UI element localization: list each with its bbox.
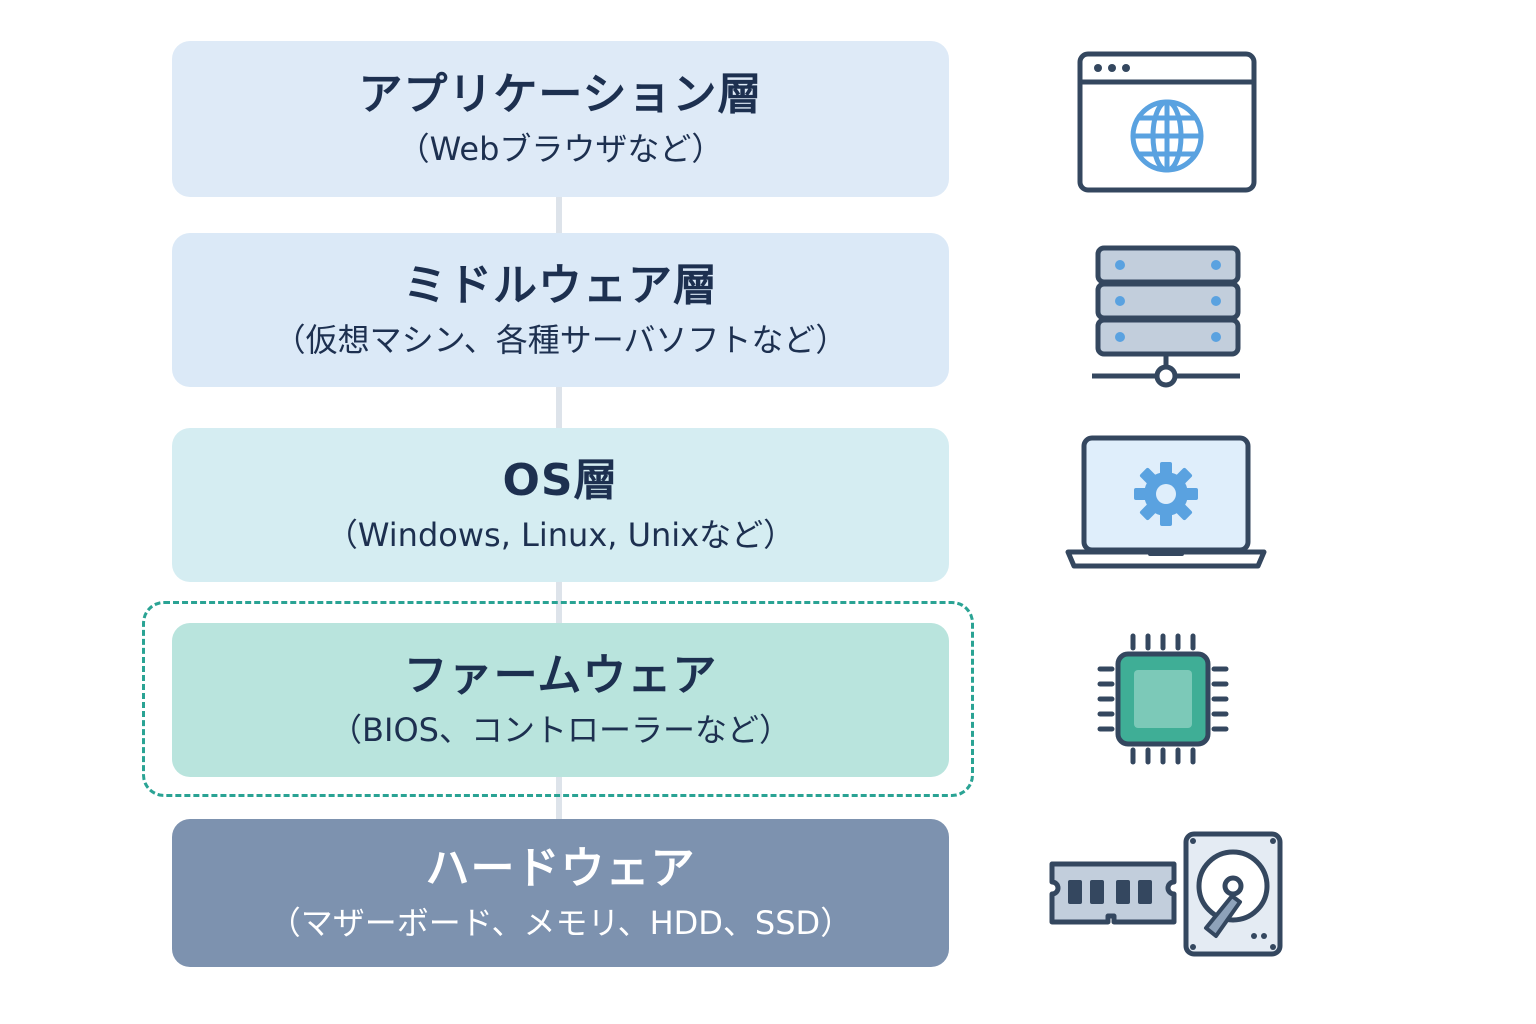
- application-layer-subtitle: （Webブラウザなど）: [397, 129, 724, 168]
- firmware-layer: ファームウェア （BIOS、コントローラーなど）: [172, 623, 949, 777]
- os-layer-title: OS層: [502, 455, 619, 507]
- hardware-layer-subtitle: （マザーボード、メモリ、HDD、SSD）: [268, 903, 853, 942]
- hardware-layer: ハードウェア （マザーボード、メモリ、HDD、SSD）: [172, 819, 949, 967]
- firmware-layer-title: ファームウェア: [403, 650, 718, 702]
- browser-globe-icon: [1077, 51, 1257, 193]
- firmware-layer-subtitle: （BIOS、コントローラーなど）: [330, 710, 791, 749]
- middleware-layer: ミドルウェア層 （仮想マシン、各種サーバソフトなど）: [172, 233, 949, 387]
- memory-hdd-icon: [1049, 831, 1283, 957]
- laptop-gear-icon: [1065, 435, 1267, 569]
- os-layer-subtitle: （Windows, Linux, Unixなど）: [325, 515, 796, 554]
- chip-icon: [1097, 633, 1229, 765]
- application-layer-title: アプリケーション層: [358, 69, 763, 121]
- hardware-layer-title: ハードウェア: [425, 843, 696, 895]
- application-layer: アプリケーション層 （Webブラウザなど）: [172, 41, 949, 197]
- os-layer: OS層 （Windows, Linux, Unixなど）: [172, 428, 949, 582]
- firmware-highlight-outline: [142, 601, 974, 797]
- middleware-layer-subtitle: （仮想マシン、各種サーバソフトなど）: [273, 320, 848, 359]
- middleware-layer-title: ミドルウェア層: [403, 260, 718, 312]
- server-rack-icon: [1092, 245, 1241, 388]
- hdd-icon: [1183, 831, 1283, 957]
- memory-stick-icon: [1049, 861, 1177, 925]
